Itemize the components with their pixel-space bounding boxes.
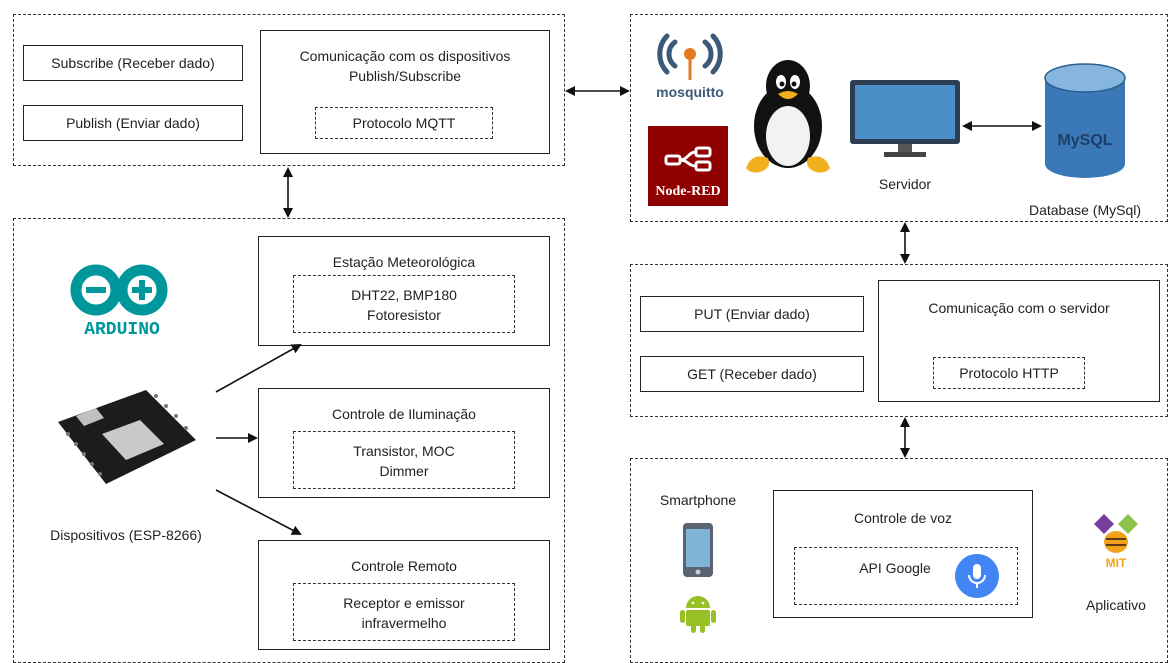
lighting-line2: Dimmer <box>379 463 429 479</box>
meteo-box: Estação Meteorológica DHT22, BMP180 Foto… <box>258 236 550 346</box>
microphone-icon <box>955 554 999 598</box>
meteo-title: Estação Meteorológica <box>332 254 476 270</box>
api-google-box: API Google <box>794 547 1018 605</box>
database-icon <box>1044 63 1126 178</box>
voice-title: Controle de voz <box>853 510 953 526</box>
nodered-icon <box>664 146 712 172</box>
mosquitto-label: mosquitto <box>656 84 724 100</box>
monitor-icon <box>850 80 960 157</box>
smartphone-icon <box>683 523 713 577</box>
lighting-box: Controle de Iluminação Transistor, MOC D… <box>258 388 550 498</box>
meteo-line2: Fotoresistor <box>367 307 441 323</box>
nodered-logo: Node-RED <box>648 126 728 206</box>
penguin-icon <box>746 60 830 173</box>
android-icon <box>680 596 716 633</box>
database-cylinder: MySQL <box>1040 62 1130 182</box>
esp8266-board <box>48 382 200 494</box>
mit-label: MIT <box>1105 556 1127 570</box>
subscribe-box: Subscribe (Receber dado) <box>23 45 243 81</box>
remote-line1: Receptor e emissor <box>343 595 465 611</box>
server-monitor: Servidor <box>848 80 962 192</box>
lighting-line1: Transistor, MOC <box>353 443 455 459</box>
esp8266-board-icon <box>58 390 196 484</box>
http-comm-box: Comunicação com o servidor Protocolo HTT… <box>878 280 1160 402</box>
remote-line2: infravermelho <box>361 615 447 631</box>
remote-parts-box: Receptor e emissor infravermelho <box>293 583 515 641</box>
api-google-label: API Google <box>859 560 931 576</box>
lighting-title: Controle de Iluminação <box>332 406 476 422</box>
mosquitto-icon <box>657 33 723 80</box>
get-box: GET (Receber dado) <box>640 356 864 392</box>
get-label: GET (Receber dado) <box>687 366 817 382</box>
publish-label: Publish (Enviar dado) <box>66 115 200 131</box>
mysql-logo-label: MySQL <box>1057 132 1113 149</box>
meteo-sensors-box: DHT22, BMP180 Fotoresistor <box>293 275 515 333</box>
put-box: PUT (Enviar dado) <box>640 296 864 332</box>
mqtt-comm-box: Comunicação com os dispositivos Publish/… <box>260 30 550 154</box>
android-logo <box>680 592 716 634</box>
arduino-icon <box>70 264 168 316</box>
smartphone-label: Smartphone <box>659 492 737 508</box>
devices-label: Dispositivos (ESP-8266) <box>50 527 202 543</box>
subscribe-label: Subscribe (Receber dado) <box>51 55 215 71</box>
smartphone-device <box>682 522 714 578</box>
mqtt-comm-title-2: Publish/Subscribe <box>348 68 462 84</box>
nodered-label: Node-RED <box>655 184 721 199</box>
database-label: Database (MySql) <box>1028 202 1142 218</box>
mqtt-group <box>13 14 565 166</box>
http-protocol-label: Protocolo HTTP <box>959 365 1059 381</box>
arduino-label: ARDUINO <box>84 320 160 340</box>
mqtt-protocol-label: Protocolo MQTT <box>352 115 456 131</box>
remote-box: Controle Remoto Receptor e emissor infra… <box>258 540 550 650</box>
app-inventor-bee-icon <box>1094 514 1138 553</box>
voice-control-box: Controle de voz API Google <box>773 490 1033 618</box>
http-group <box>630 264 1168 417</box>
publish-box: Publish (Enviar dado) <box>23 105 243 141</box>
http-protocol-box: Protocolo HTTP <box>933 357 1085 389</box>
arduino-logo: ARDUINO <box>62 262 182 346</box>
mit-app-inventor-logo: MIT <box>1090 512 1142 582</box>
remote-title: Controle Remoto <box>351 558 457 574</box>
http-comm-title: Comunicação com o servidor <box>928 300 1110 316</box>
mqtt-comm-title-1: Comunicação com os dispositivos <box>299 48 511 64</box>
lighting-parts-box: Transistor, MOC Dimmer <box>293 431 515 489</box>
put-label: PUT (Enviar dado) <box>694 306 810 322</box>
server-group <box>630 14 1168 222</box>
mqtt-protocol-box: Protocolo MQTT <box>315 107 493 139</box>
servidor-label: Servidor <box>878 176 932 192</box>
linux-tux <box>738 56 838 176</box>
mosquitto-logo: mosquitto <box>645 24 735 106</box>
aplicativo-label: Aplicativo <box>1086 597 1146 613</box>
meteo-line1: DHT22, BMP180 <box>351 287 457 303</box>
